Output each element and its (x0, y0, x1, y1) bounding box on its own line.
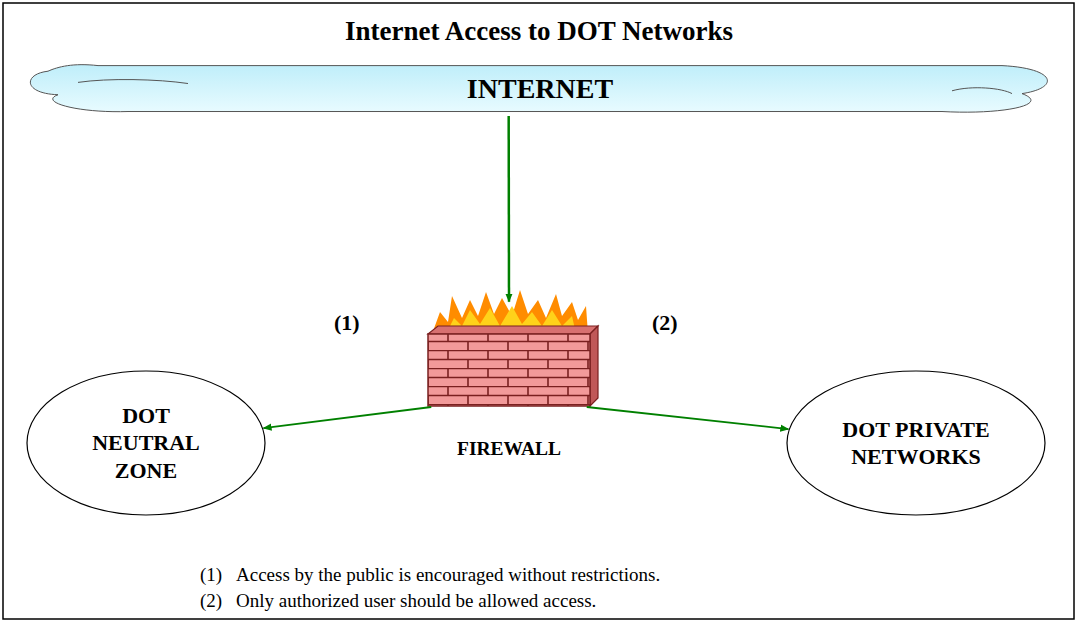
note-text: Access by the public is encouraged witho… (236, 564, 660, 586)
node-label: INTERNET (467, 71, 613, 106)
firewall-picture (428, 290, 598, 406)
note-text: Only authorized user should be allowed a… (236, 590, 596, 612)
callout-number: (2) (652, 310, 678, 336)
frame (3, 3, 1074, 619)
diagram-title: Internet Access to DOT Networks (345, 16, 733, 47)
arrow-connector (507, 116, 510, 302)
arrow-connector (263, 407, 431, 428)
callout-number: (1) (334, 310, 360, 336)
node-label: DOT NEUTRAL ZONE (72, 402, 221, 485)
arrow-connector (587, 407, 789, 429)
cloud-band: INTERNET (18, 60, 1062, 116)
network-ellipse: DOT PRIVATE NETWORKS (786, 370, 1046, 516)
zone-ellipse: DOT NEUTRAL ZONE (26, 370, 266, 516)
note-number: (2) (200, 590, 222, 612)
firewall: FIREWALL (428, 290, 590, 407)
node-label: DOT PRIVATE NETWORKS (835, 416, 996, 471)
node-label: FIREWALL (428, 437, 590, 461)
note-number: (1) (200, 564, 222, 586)
ellipse-outline (786, 370, 1046, 516)
